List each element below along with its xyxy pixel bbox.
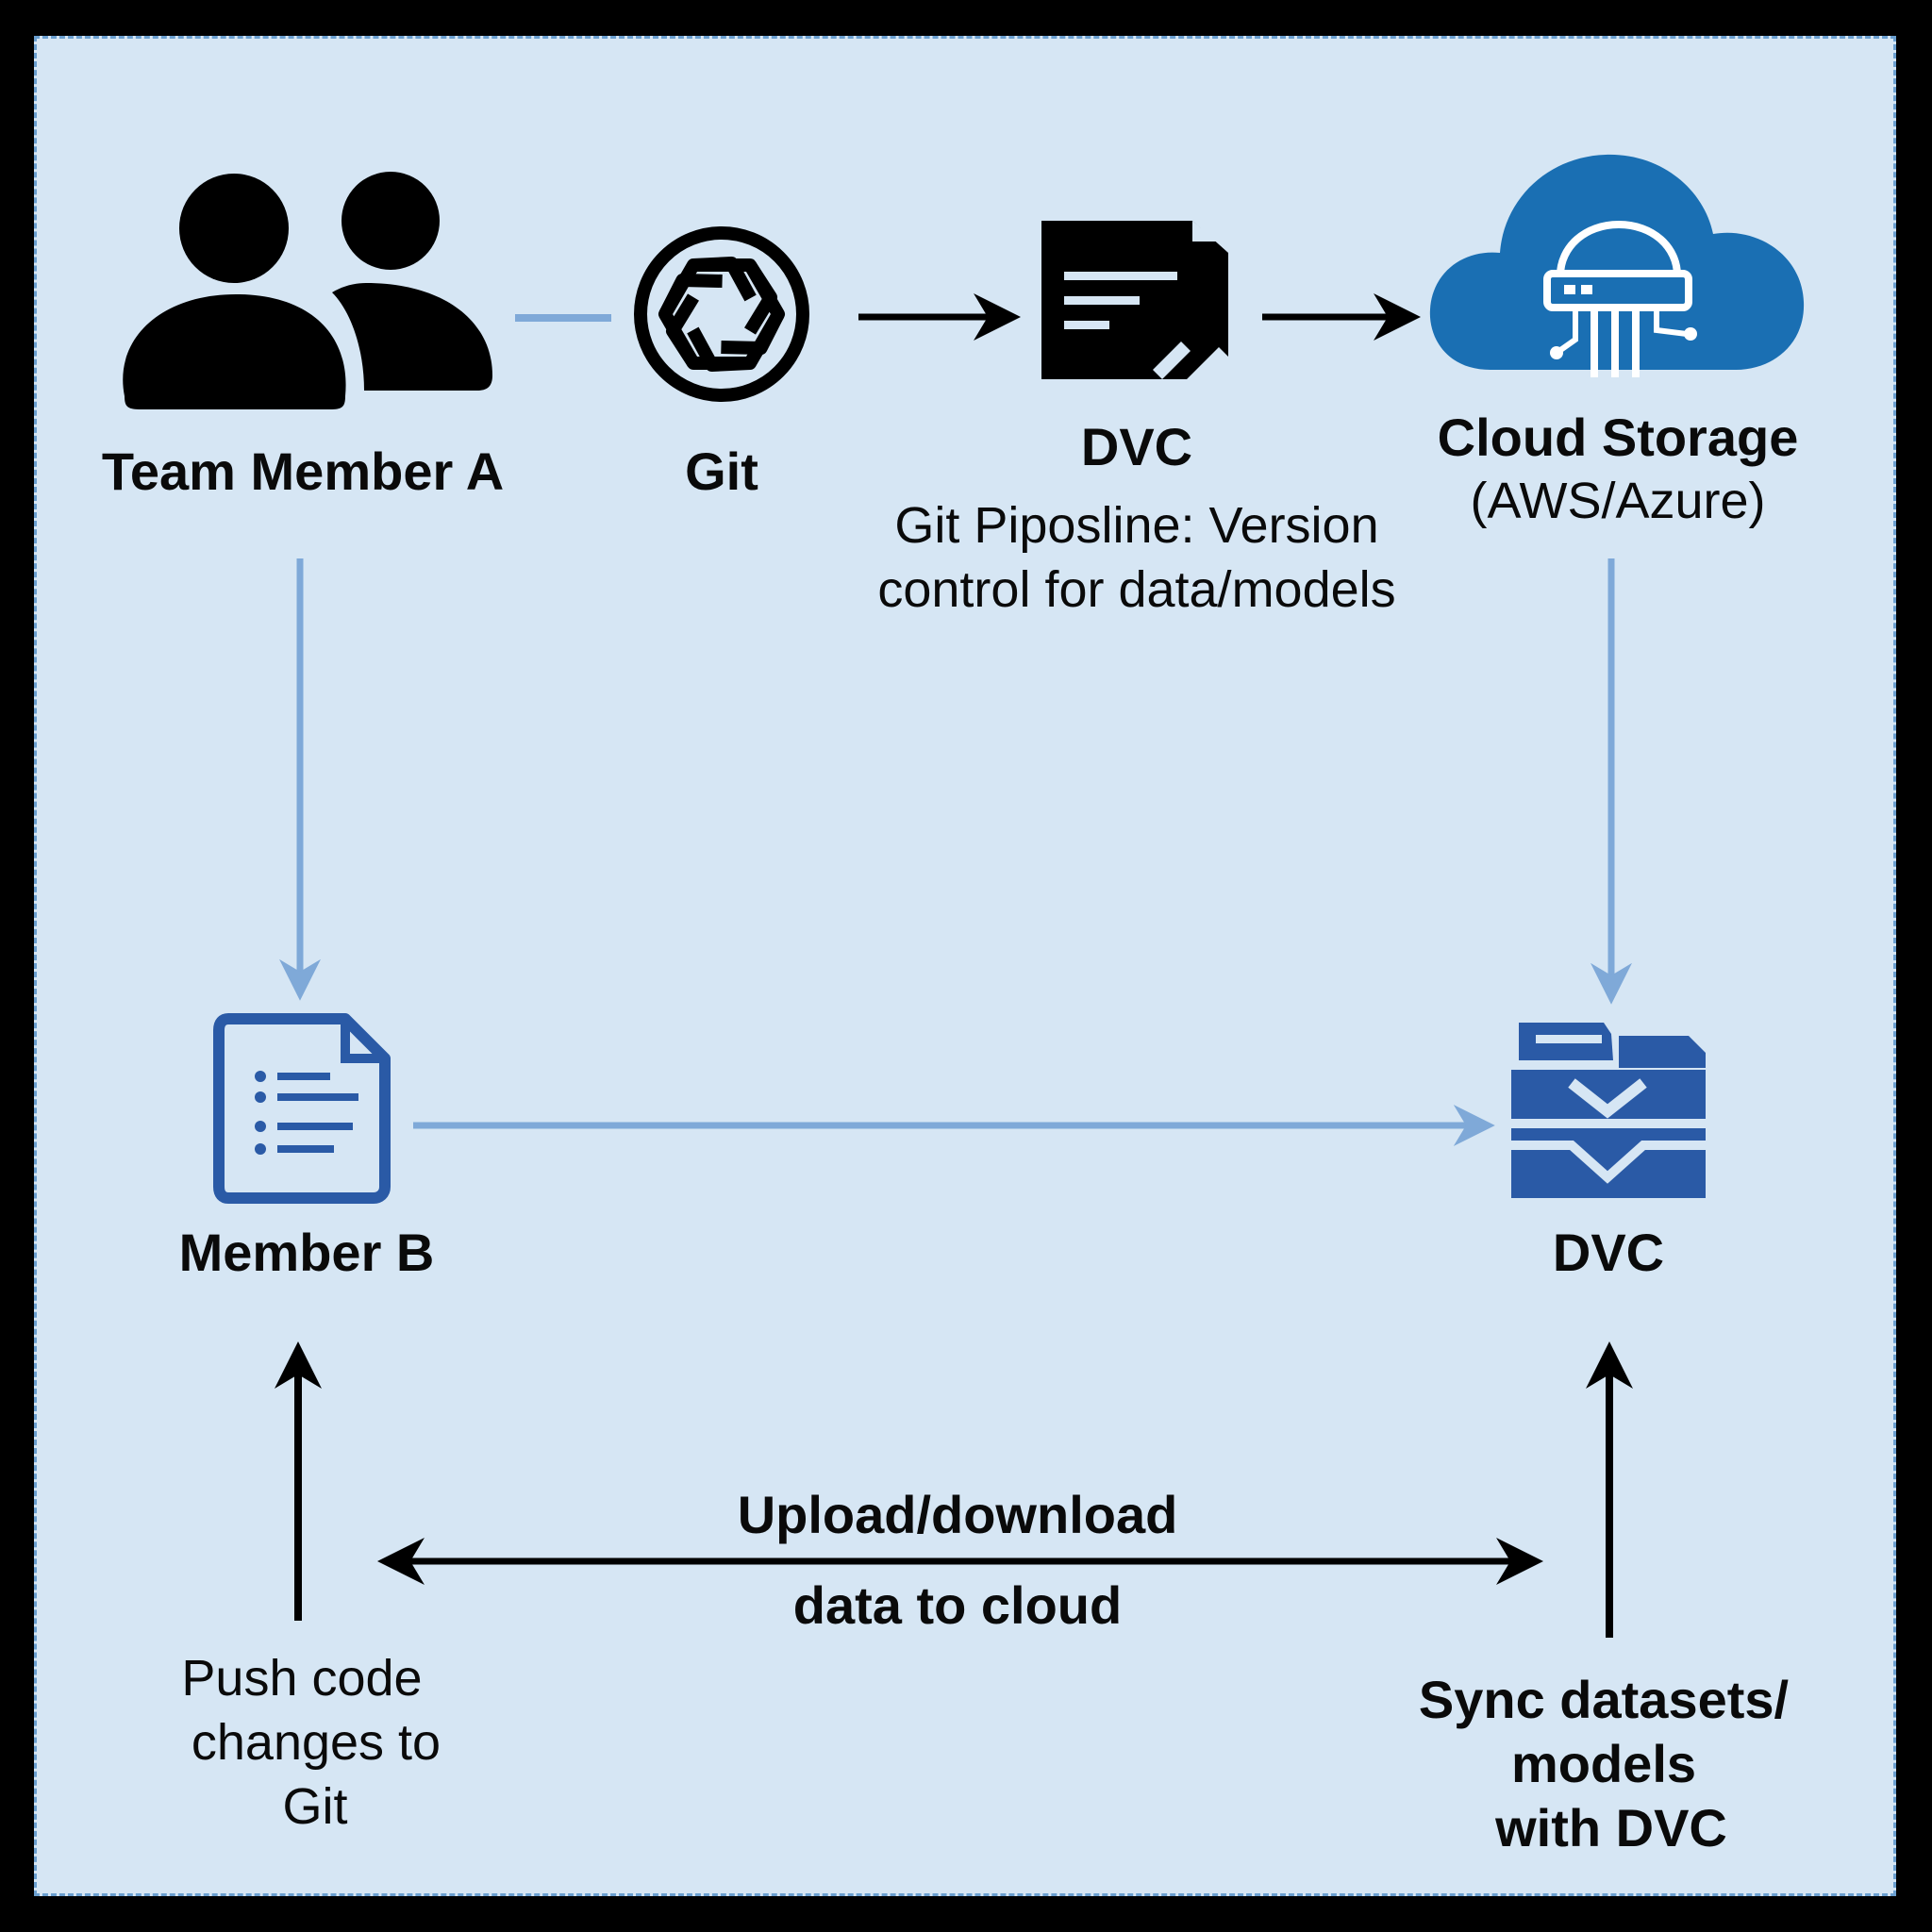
upload-download-label-line2: data to cloud bbox=[792, 1575, 1123, 1635]
member-b-label: Member B bbox=[178, 1223, 435, 1282]
dvc-top-description-line1: Git Piposline: Version bbox=[894, 497, 1379, 554]
cloud-storage-icon bbox=[1429, 154, 1805, 377]
dvc-top-label: DVC bbox=[1080, 417, 1193, 476]
push-code-label-line3: Git bbox=[282, 1778, 348, 1835]
sync-label-line1: Sync datasets/ bbox=[1418, 1670, 1790, 1729]
cloud-storage-sublabel: (AWS/Azure) bbox=[1470, 473, 1766, 529]
git-knot-icon bbox=[634, 226, 809, 402]
cloud-storage-label: Cloud Storage bbox=[1437, 408, 1799, 467]
upload-download-label-line1: Upload/download bbox=[737, 1485, 1178, 1544]
push-code-label-line2: changes to bbox=[191, 1714, 441, 1771]
dvc-top-description-line2: control for data/models bbox=[877, 561, 1396, 618]
push-code-label-line1: Push code bbox=[181, 1650, 423, 1707]
team-members-icon bbox=[123, 172, 492, 409]
dvc-bottom-label: DVC bbox=[1552, 1223, 1665, 1282]
sync-label-line2: models bbox=[1510, 1734, 1697, 1793]
git-label: Git bbox=[685, 441, 758, 501]
member-b-document-icon bbox=[213, 1013, 391, 1204]
team-member-a-label: Team Member A bbox=[101, 441, 505, 501]
sync-label-line3: with DVC bbox=[1495, 1798, 1727, 1857]
dvc-document-icon bbox=[1041, 221, 1228, 379]
dvc-archive-icon bbox=[1511, 1023, 1706, 1198]
